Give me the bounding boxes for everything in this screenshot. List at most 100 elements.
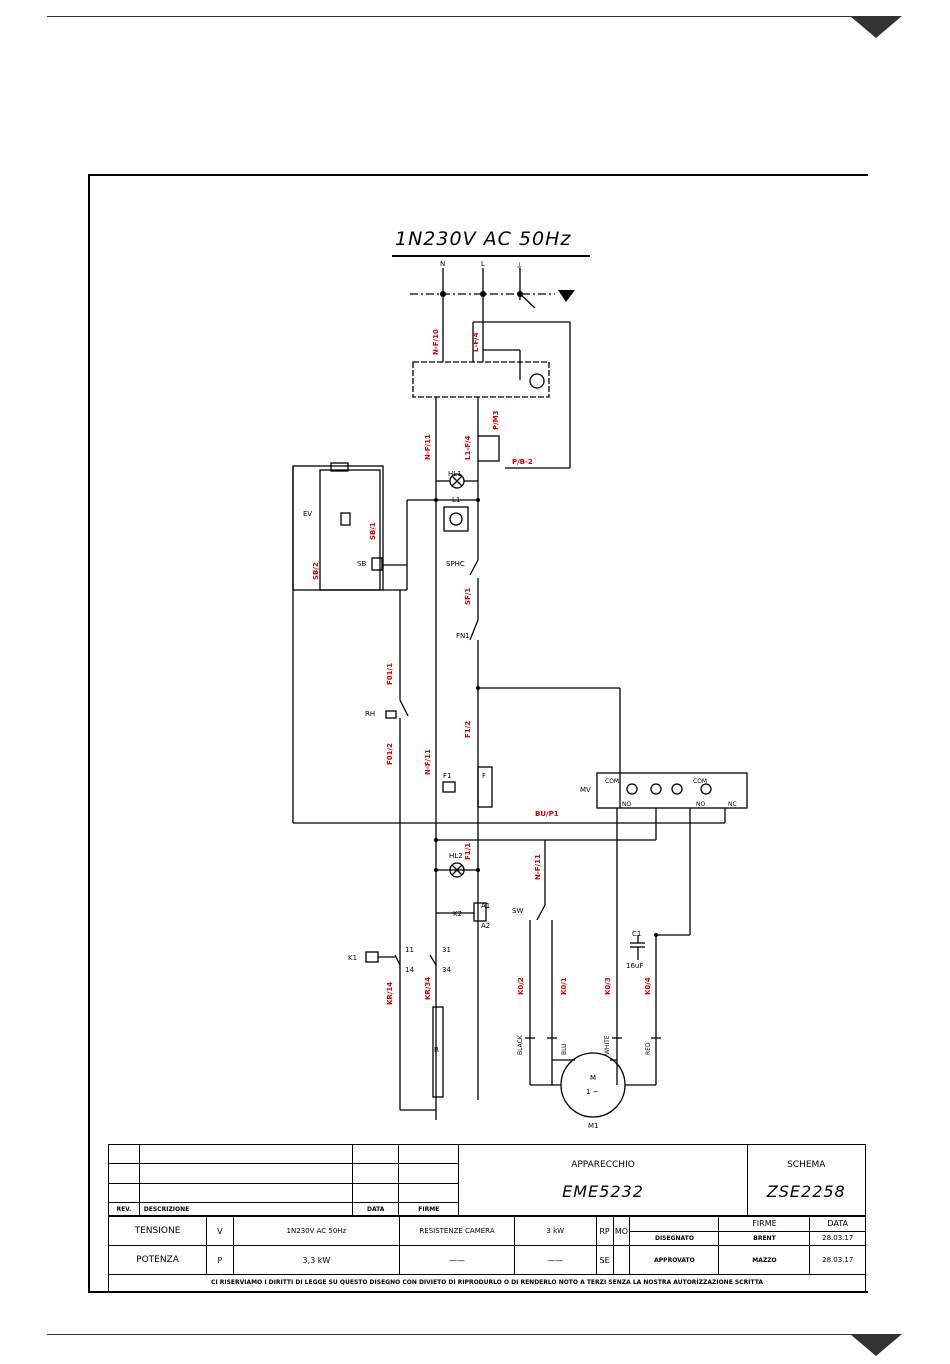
corner-triangle-icon	[850, 1334, 902, 1356]
pin-31: 31	[442, 946, 451, 954]
voltage-unit: V	[206, 1216, 234, 1246]
label-ev: EV	[303, 510, 312, 518]
terminal-l: L	[481, 260, 485, 268]
supply-label: 1N230V AC 50Hz	[395, 228, 572, 250]
label-hl1: HL1	[448, 470, 462, 478]
label-c1-value: 16uF	[626, 962, 643, 970]
label-l1: L1	[452, 496, 460, 504]
scheme-value: ZSE2258	[766, 1181, 846, 1201]
red-label-9: SB/2	[312, 562, 320, 580]
red-label-7: SB/1	[369, 522, 377, 540]
wire-blu: BLU	[561, 1043, 568, 1055]
red-label-15: F1/1	[464, 843, 472, 860]
corner-triangle-icon	[850, 16, 902, 38]
approved-date: 28.03.17	[822, 1256, 854, 1264]
label-thermostat-f: F	[482, 772, 486, 780]
resistance-dash-2: ——	[513, 1245, 597, 1275]
red-label-4: P/B-2	[512, 458, 533, 466]
red-label-12: N-F/11	[424, 749, 432, 775]
title-block-lower: TENSIONE V 1N230V AC 50Hz RESISTENZE CAM…	[107, 1216, 866, 1275]
label-mv: MV	[580, 786, 591, 794]
red-label-20: K0/1	[560, 977, 568, 995]
mv-nc-2: NC	[728, 801, 737, 808]
rp-label: RP	[595, 1216, 614, 1246]
voltage-value: 1N230V AC 50Hz	[232, 1216, 401, 1246]
pin-a1: A1	[481, 902, 490, 910]
resistance-value: 3 kW	[513, 1216, 597, 1246]
mv-com-1: COM	[605, 778, 619, 785]
pin-14: 14	[405, 966, 414, 974]
top-rule	[47, 16, 852, 17]
label-motor-tag: M1	[588, 1122, 599, 1130]
resistance-label: RESISTENZE CAMERA	[399, 1216, 515, 1246]
label-sb: SB	[357, 560, 366, 568]
red-label-1: N-F/10	[432, 329, 440, 355]
mo-label: MO	[612, 1216, 631, 1246]
red-label-6: L1-F/4	[464, 435, 472, 460]
wire-white: WHITE	[604, 1035, 611, 1055]
drawing-sheet	[88, 174, 868, 1293]
label-k2: K2	[453, 910, 462, 918]
red-label-22: K0/4	[644, 977, 652, 995]
approved-label: APPROVATO	[630, 1246, 720, 1274]
drawn-sign: BRENT	[718, 1231, 811, 1245]
title-block-upper: APPARECCHIO EME5232 SCHEMA ZSE2258 REV. …	[108, 1143, 867, 1216]
red-label-21: K0/3	[604, 977, 612, 995]
power-value: 3,3 kW	[232, 1245, 401, 1275]
bottom-rule	[47, 1334, 852, 1335]
drawn-date: 28.03.17	[822, 1234, 854, 1243]
mv-no-2: NO	[696, 801, 705, 808]
red-label-10: F01/1	[386, 663, 394, 685]
signature-col: FIRME	[718, 1217, 811, 1232]
footer-note: CI RISERVIAMO I DIRITTI DI LEGGE SU QUES…	[108, 1275, 866, 1292]
description-label: DESCRIZIONE	[138, 1202, 354, 1216]
label-motor: M	[590, 1074, 596, 1082]
label-sphc: SPHC	[446, 560, 465, 568]
signature-label: FIRME	[398, 1202, 460, 1216]
pin-34: 34	[442, 966, 451, 974]
pin-a2: A2	[481, 922, 490, 930]
terminal-pe: ⏚	[516, 262, 523, 270]
red-label-14: BU/P1	[535, 810, 559, 818]
red-label-16: N-F/11	[534, 854, 542, 880]
voltage-label: TENSIONE	[107, 1216, 208, 1246]
mv-com-2: COM	[693, 778, 707, 785]
apparatus-label: APPARECCHIO	[571, 1159, 635, 1170]
date-col: DATA	[809, 1217, 865, 1232]
rev-label: REV.	[108, 1202, 140, 1216]
red-label-5: N-F/11	[424, 434, 432, 460]
resistance-dash: ——	[399, 1245, 515, 1275]
drawn-label: DISEGNATO	[630, 1231, 720, 1245]
label-motor-sub: 1 ~	[586, 1088, 599, 1096]
red-label-18: KR/34	[424, 977, 432, 1000]
se-label: SE	[595, 1245, 614, 1275]
label-sw: SW	[512, 907, 523, 915]
supply-underline	[392, 255, 590, 257]
label-r: R	[434, 1046, 439, 1054]
terminal-n: N	[440, 260, 445, 268]
red-label-8: SF/1	[464, 588, 472, 605]
approved-sign: MAZZO	[718, 1246, 811, 1274]
label-k1: K1	[348, 954, 357, 962]
red-label-13: F1/2	[464, 721, 472, 738]
scheme-label: SCHEMA	[787, 1159, 826, 1170]
label-hl2: HL2	[449, 852, 463, 860]
power-unit: P	[206, 1245, 234, 1275]
red-label-3: P/M3	[492, 410, 500, 430]
label-rh: RH	[365, 710, 375, 718]
mv-no-1: NO	[622, 801, 631, 808]
wire-red: RED	[645, 1042, 652, 1055]
label-fn1: FN1	[456, 632, 470, 640]
red-label-2: L-F/4	[472, 332, 480, 352]
label-f1: F1	[443, 772, 451, 780]
red-label-11: F01/2	[386, 743, 394, 765]
apparatus-value: EME5232	[562, 1181, 644, 1201]
wire-black: BLACK	[517, 1034, 524, 1055]
power-label: POTENZA	[107, 1245, 208, 1275]
date-label: DATA	[352, 1202, 400, 1216]
red-label-19: K0/2	[517, 977, 525, 995]
red-label-17: KR/14	[386, 982, 394, 1005]
label-c1: C1	[632, 930, 641, 938]
pin-11: 11	[405, 946, 414, 954]
